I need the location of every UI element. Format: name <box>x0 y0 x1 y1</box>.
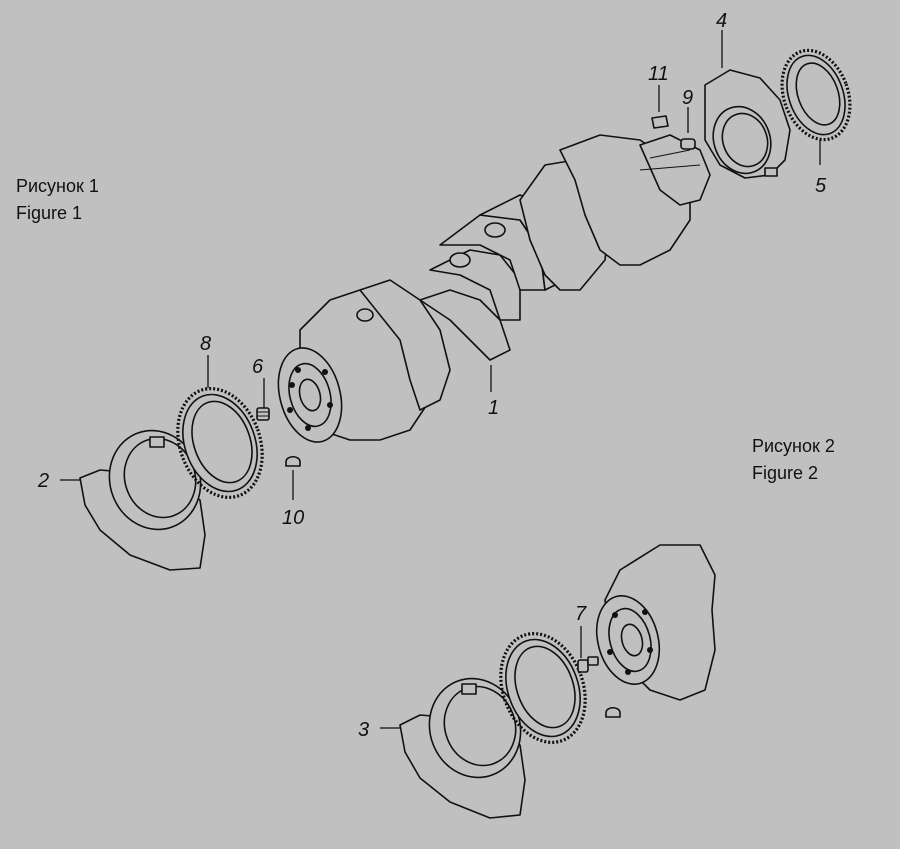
gear-ring-figure-2 <box>499 632 587 744</box>
callout-6: 6 <box>252 356 264 378</box>
thrust-half-washer-front <box>704 69 791 179</box>
bolt-7 <box>577 656 599 673</box>
callout-1: 1 <box>488 397 499 419</box>
key-10 <box>285 455 301 467</box>
gear-ring-rear <box>176 387 264 499</box>
leader-lines-figure-2 <box>380 626 582 729</box>
bolt-6 <box>256 407 270 421</box>
callout-5: 5 <box>815 175 827 197</box>
figure-2-title-ru: Рисунок 2 <box>752 436 835 456</box>
thrust-half-washer-figure-2 <box>399 677 526 819</box>
leader-lines-figure-1 <box>60 30 821 500</box>
key-11 <box>651 115 669 129</box>
callout-3: 3 <box>358 719 369 741</box>
callout-11: 11 <box>648 63 669 85</box>
figure-1-title-en: Figure 1 <box>16 203 82 223</box>
callout-8: 8 <box>200 333 211 355</box>
key-figure-2 <box>605 706 621 718</box>
callout-9: 9 <box>682 87 693 109</box>
crankshaft <box>277 134 711 443</box>
callout-4: 4 <box>716 10 727 32</box>
callout-7: 7 <box>575 603 587 625</box>
callout-10: 10 <box>282 507 304 529</box>
pin-9 <box>680 138 696 150</box>
figure-1-title-ru: Рисунок 1 <box>16 176 99 196</box>
crankshaft-rear-detail <box>595 544 716 701</box>
gear-ring-front <box>780 48 852 142</box>
thrust-half-washer-rear <box>79 429 206 571</box>
callout-2: 2 <box>37 470 49 492</box>
figure-2-title-en: Figure 2 <box>752 463 818 483</box>
